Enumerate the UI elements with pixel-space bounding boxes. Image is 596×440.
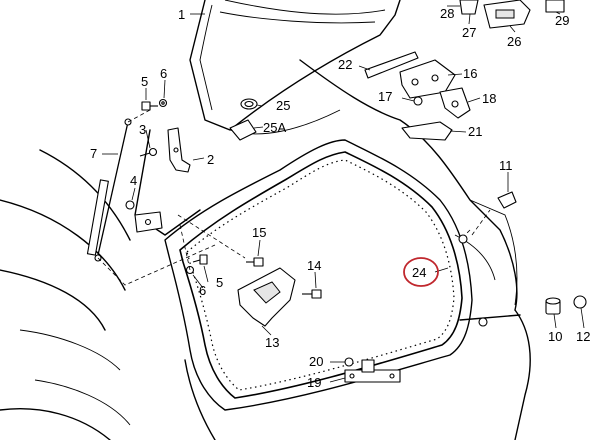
label-24: 24	[412, 265, 426, 280]
lock-plate-21	[401, 121, 453, 141]
buffer-25	[240, 98, 258, 110]
label-26: 26	[507, 34, 521, 49]
label-28: 28	[440, 6, 454, 21]
screw-15	[246, 257, 264, 267]
rod-22	[364, 51, 419, 79]
screw-14	[302, 289, 322, 299]
latch-18	[439, 87, 471, 119]
nut-17	[413, 96, 423, 106]
highlight-circle-24	[403, 257, 439, 287]
label-22: 22	[338, 57, 352, 72]
striker-19	[344, 359, 401, 383]
label-13: 13	[265, 335, 279, 350]
label-17: 17	[378, 89, 392, 104]
cover-13	[237, 267, 296, 327]
label-7: 7	[90, 146, 97, 161]
washer-6-upper	[158, 98, 168, 108]
label-20: 20	[309, 354, 323, 369]
label-2: 2	[207, 152, 214, 167]
label-6-upper: 6	[160, 66, 167, 81]
label-14: 14	[307, 258, 321, 273]
gas-strut	[86, 118, 132, 262]
seal-part-24	[179, 151, 463, 399]
bump-stop-11	[497, 191, 517, 209]
body-holes	[458, 234, 488, 327]
clip-27	[459, 0, 479, 15]
label-11: 11	[499, 158, 513, 173]
label-25: 25	[276, 98, 290, 113]
hinge	[167, 127, 191, 173]
handle-26	[483, 0, 531, 29]
bolt-5-upper	[141, 101, 158, 111]
label-1: 1	[178, 7, 185, 22]
label-29: 29	[555, 13, 569, 28]
cap-29	[545, 0, 565, 13]
cap-12	[573, 295, 587, 309]
bolt-5-lower	[192, 254, 208, 265]
label-21: 21	[468, 124, 482, 139]
pad-25a	[229, 119, 257, 141]
label-3: 3	[139, 122, 146, 137]
label-15: 15	[252, 225, 266, 240]
hinge-bracket	[134, 211, 163, 233]
label-16: 16	[463, 66, 477, 81]
label-25a: 25A	[263, 120, 286, 135]
nut-4	[125, 200, 135, 210]
vehicle-body	[0, 0, 531, 440]
label-4: 4	[130, 173, 137, 188]
leader-lines	[102, 5, 585, 383]
bolt-3	[139, 147, 158, 157]
label-10: 10	[548, 329, 562, 344]
label-5-upper: 5	[141, 74, 148, 89]
washer-6-lower	[185, 265, 195, 275]
label-18: 18	[482, 91, 496, 106]
label-6-lower: 6	[199, 283, 206, 298]
bump-stop-10	[545, 297, 561, 315]
label-27: 27	[462, 25, 476, 40]
washer-20	[344, 357, 354, 367]
part-labels: 1 2 3 4 5 5 6 6 7 10 11 12 13 14 15 16 1…	[90, 6, 590, 390]
label-5-lower: 5	[216, 275, 223, 290]
label-12: 12	[576, 329, 590, 344]
label-19: 19	[307, 375, 321, 390]
